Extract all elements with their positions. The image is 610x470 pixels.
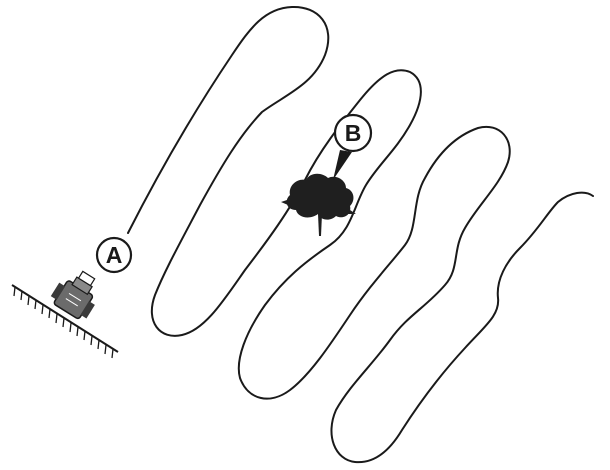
tractor-with-boom-icon xyxy=(12,264,118,358)
guidance-path xyxy=(128,7,593,462)
marker-a: A xyxy=(97,238,131,272)
tree-icon xyxy=(281,174,356,236)
marker-a-label: A xyxy=(106,242,123,268)
marker-b-label: B xyxy=(345,120,362,146)
pin-marker-icon xyxy=(333,150,352,180)
marker-b: B xyxy=(333,115,371,180)
